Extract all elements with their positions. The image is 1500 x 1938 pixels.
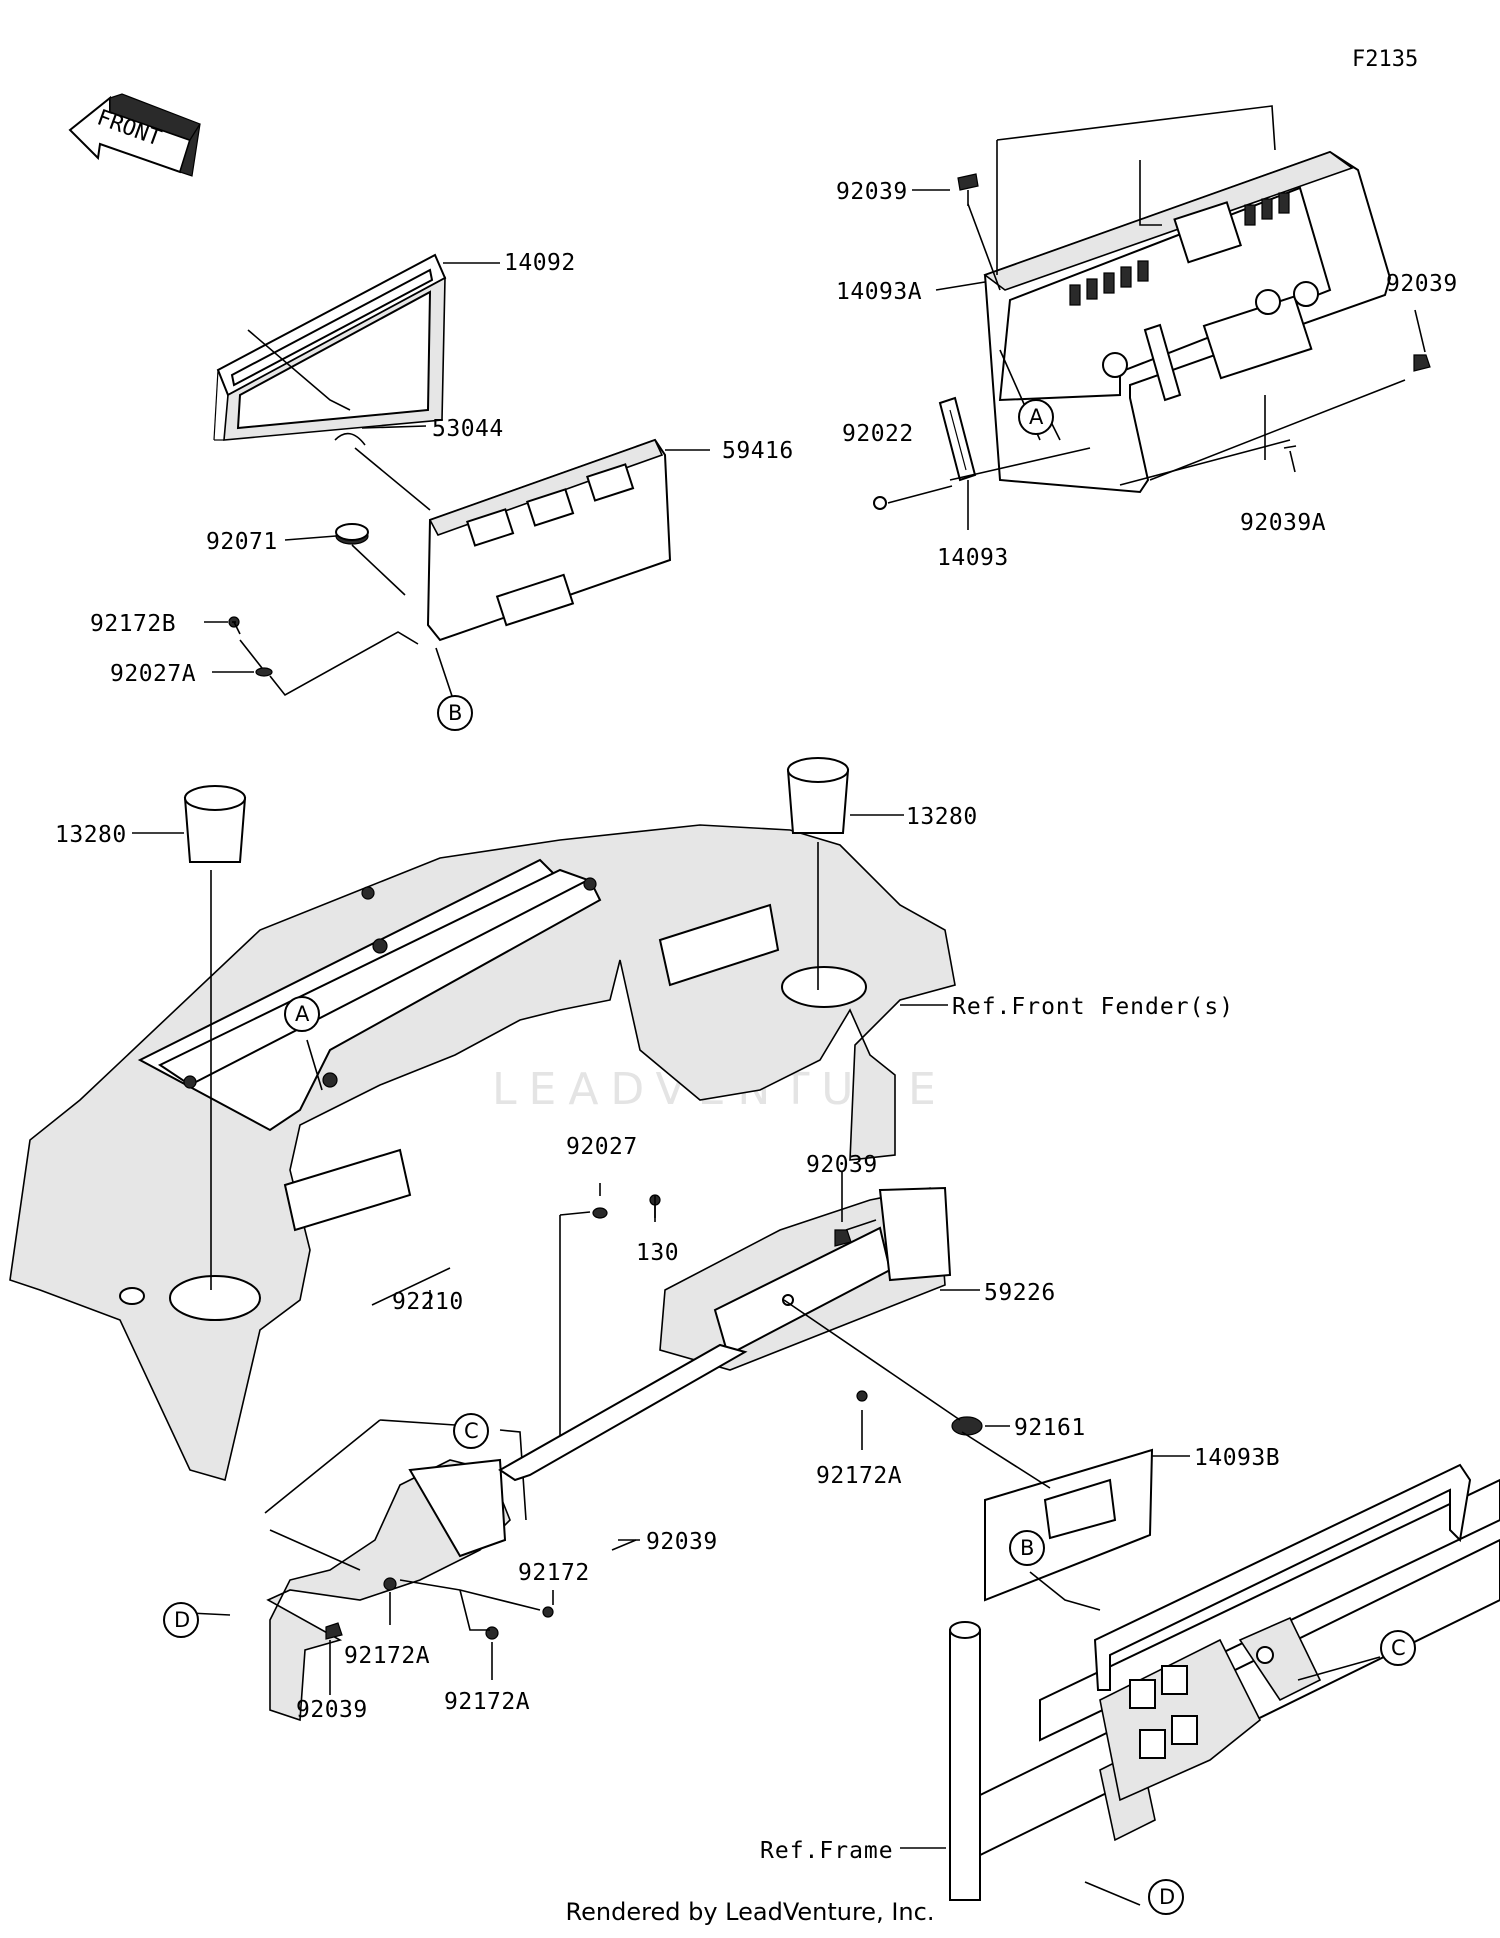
plate-14093	[938, 396, 977, 482]
svg-text:C: C	[464, 1419, 479, 1443]
label-92039A: 92039A	[1240, 510, 1326, 536]
callout-B-top: B	[437, 695, 473, 731]
svg-text:A: A	[1029, 405, 1044, 429]
label-92039-bottom: 92039	[296, 1697, 368, 1723]
callout-D-frame: D	[1148, 1879, 1184, 1915]
storage-frame-14092	[213, 253, 447, 441]
clip-92039-right	[1413, 354, 1431, 372]
label-59416: 59416	[722, 438, 794, 464]
clip-92039-mid	[834, 1229, 852, 1247]
svg-text:B: B	[448, 701, 462, 725]
bolt-92172A-mid	[856, 1390, 868, 1402]
main-dashboard-body	[9, 824, 956, 1482]
label-14093A: 14093A	[836, 279, 922, 305]
label-92161: 92161	[1014, 1415, 1086, 1441]
svg-text:A: A	[295, 1002, 310, 1026]
glovebox-59226	[659, 1186, 952, 1371]
dash-panel-14093A	[983, 150, 1392, 494]
grommet-92161	[951, 1416, 983, 1436]
callout-C-frame: C	[1380, 1630, 1416, 1666]
callout-C-mid: C	[453, 1413, 489, 1449]
label-ref-frame: Ref.Frame	[760, 1838, 894, 1864]
callout-D-left: D	[163, 1602, 199, 1638]
electrical-box-59416	[426, 438, 672, 642]
label-92039-mid: 92039	[806, 1152, 878, 1178]
washer-92027	[592, 1207, 608, 1219]
label-14093B: 14093B	[1194, 1445, 1280, 1471]
svg-text:C: C	[1391, 1636, 1406, 1660]
callout-A-dash: A	[284, 996, 320, 1032]
bolt-92172	[542, 1606, 554, 1618]
callout-A-top: A	[1018, 399, 1054, 435]
label-59226: 59226	[984, 1280, 1056, 1306]
clip-92039-top	[957, 173, 979, 206]
grommet-92071	[335, 523, 369, 545]
svg-text:B: B	[1020, 1536, 1034, 1560]
front-arrow-icon: FRONT	[68, 93, 201, 177]
screw-92039A	[1283, 445, 1297, 449]
bolt-92172A-low1	[383, 1577, 397, 1591]
label-92039-right: 92039	[1386, 271, 1458, 297]
label-92172A-mid: 92172A	[816, 1463, 902, 1489]
bracket-14093B	[984, 1448, 1154, 1602]
label-92172A-low1: 92172A	[344, 1643, 430, 1669]
cupholder-13280-left	[183, 785, 247, 863]
hose-53044	[334, 432, 366, 446]
footer-rendered-by: Rendered by LeadVenture, Inc.	[565, 1898, 935, 1926]
callout-B-frame: B	[1009, 1530, 1045, 1566]
label-130: 130	[636, 1240, 679, 1266]
label-13280-right: 13280	[906, 804, 978, 830]
clip-92039-bottom	[325, 1622, 343, 1640]
bolt-92172A-low2	[485, 1626, 499, 1640]
label-92027: 92027	[566, 1134, 638, 1160]
label-92022: 92022	[842, 421, 914, 447]
switch-row-1	[1244, 192, 1290, 226]
label-14092: 14092	[504, 250, 576, 276]
label-92039-top: 92039	[836, 179, 908, 205]
figure-code: F2135	[1352, 47, 1418, 72]
washer-92027A	[255, 667, 273, 677]
label-92071: 92071	[206, 529, 278, 555]
bolt-92172B	[228, 616, 241, 635]
svg-text:D: D	[1159, 1885, 1175, 1909]
label-92039-lower: 92039	[646, 1529, 718, 1555]
label-92172: 92172	[518, 1560, 590, 1586]
label-53044: 53044	[432, 416, 504, 442]
switch-row-2	[1069, 260, 1149, 306]
label-14093: 14093	[937, 545, 1009, 571]
nut-92022	[873, 496, 887, 510]
svg-text:D: D	[174, 1608, 190, 1632]
label-13280-left: 13280	[55, 822, 127, 848]
cupholder-13280-right	[786, 757, 850, 834]
label-92210: 92210	[392, 1289, 464, 1315]
label-92172A-low2: 92172A	[444, 1689, 530, 1715]
label-92172B: 92172B	[90, 611, 176, 637]
label-ref-front-fender: Ref.Front Fender(s)	[952, 994, 1234, 1020]
label-92027A: 92027A	[110, 661, 196, 687]
